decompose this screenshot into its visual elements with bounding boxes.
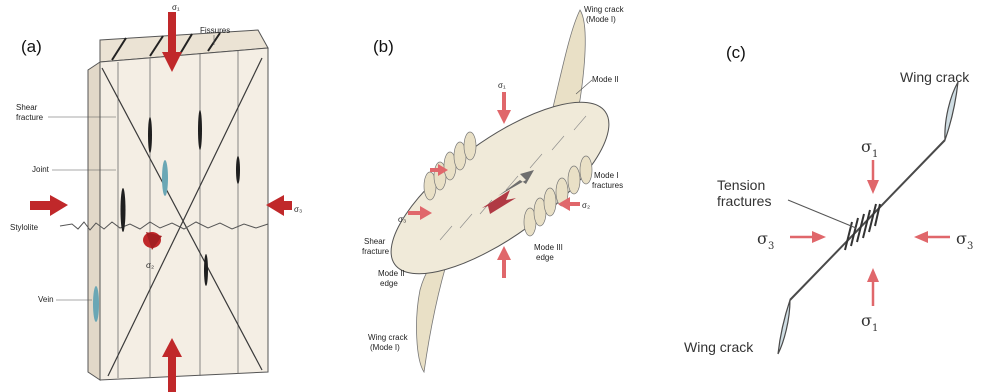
panel-b-diagram: (b)	[330, 0, 660, 392]
sigma1-down-arrow-b	[497, 92, 511, 124]
panel-a-rock-block: (a)	[0, 0, 330, 392]
mode2-edge-label-1: Mode II	[378, 269, 405, 278]
sigma2-label: σ₂	[146, 261, 154, 270]
sigma1-bottom-arrow-c	[867, 268, 879, 306]
shear-label-2: fracture	[362, 247, 390, 256]
stylolite-label: Stylolite	[10, 223, 39, 232]
svg-text:1: 1	[872, 323, 878, 334]
svg-text:1: 1	[872, 149, 878, 160]
tension-label-2: fractures	[717, 193, 771, 209]
tension-label-1: Tension	[717, 177, 765, 193]
mode1-label-2: fractures	[592, 181, 623, 190]
vein-blue-2	[93, 286, 99, 322]
tension-leader	[788, 200, 856, 228]
svg-text:σ: σ	[861, 311, 872, 330]
vein-dark-2	[148, 117, 152, 153]
sigma3-left-arrow-c	[790, 231, 826, 243]
mode3-label-2: edge	[536, 253, 554, 262]
sigma3-right-label-c: σ 3	[956, 229, 973, 252]
mode1-label-1: Mode I	[594, 171, 618, 180]
sigma3-left-arrow	[30, 195, 68, 216]
wing-crack-bottom-label-1: Wing crack	[368, 333, 409, 342]
svg-text:σ: σ	[757, 229, 768, 248]
wing-crack-top-c	[945, 82, 958, 140]
vein-blue-1	[162, 160, 168, 196]
panel-c-letter: (c)	[726, 43, 746, 62]
wing-crack-bottom-label-c: Wing crack	[684, 339, 754, 355]
svg-text:σ: σ	[861, 137, 872, 156]
sigma1-top-label-c: σ 1	[861, 137, 878, 160]
wing-crack-bottom-c	[778, 300, 790, 354]
wing-crack-bottom-label-2: (Mode I)	[370, 343, 400, 352]
svg-text:3: 3	[967, 241, 973, 252]
wing-crack-top-label-2: (Mode I)	[586, 15, 616, 24]
sigma2-label-b: σ₂	[582, 201, 590, 210]
sigma3-right-arrow-c	[914, 231, 950, 243]
sigma1-bottom-label-c: σ 1	[861, 311, 878, 334]
joint-label: Joint	[32, 165, 50, 174]
panel-c-wing-crack-schematic: (c) Wing crack Tension fractures Wing cr…	[660, 0, 989, 392]
sigma1-label: σ₁	[172, 3, 180, 12]
sigma1-top-arrow-c	[867, 160, 879, 194]
sigma3-right-arrow	[266, 195, 292, 216]
vein-label: Vein	[38, 295, 54, 304]
panel-c-diagram: (c) Wing crack Tension fractures Wing cr…	[660, 0, 989, 392]
mode2-label: Mode II	[592, 75, 619, 84]
fissures-label: Fissures	[200, 26, 230, 35]
vein-dark-4	[204, 254, 208, 286]
shear-fracture-label-2: fracture	[16, 113, 44, 122]
svg-text:σ: σ	[956, 229, 967, 248]
vein-dark-3	[198, 110, 202, 150]
sigma3-left-label-c: σ 3	[757, 229, 774, 252]
panel-b-fracture-modes: (b)	[330, 0, 660, 392]
shear-label-1: Shear	[364, 237, 386, 246]
sigma3-label: σ₃	[294, 205, 302, 214]
panel-a-diagram: (a)	[0, 0, 330, 392]
sigma3-label-b: σ₃	[398, 215, 406, 224]
vein-dark-5	[236, 156, 240, 184]
shear-fracture-label-1: Shear	[16, 103, 38, 112]
block-left-face	[88, 62, 100, 380]
vein-dark-1	[121, 188, 126, 232]
sigma1-up-arrow-b	[497, 246, 511, 278]
panel-b-letter: (b)	[373, 37, 394, 56]
wing-crack-top-label-c: Wing crack	[900, 69, 970, 85]
mode2-edge-label-2: edge	[380, 279, 398, 288]
sigma1-label-b: σ₁	[498, 81, 506, 90]
wing-crack-top-label-1: Wing crack	[584, 5, 625, 14]
svg-text:3: 3	[768, 241, 774, 252]
panel-a-letter: (a)	[21, 37, 42, 56]
tension-fracture-marks	[845, 204, 880, 250]
mode3-label-1: Mode III	[534, 243, 563, 252]
